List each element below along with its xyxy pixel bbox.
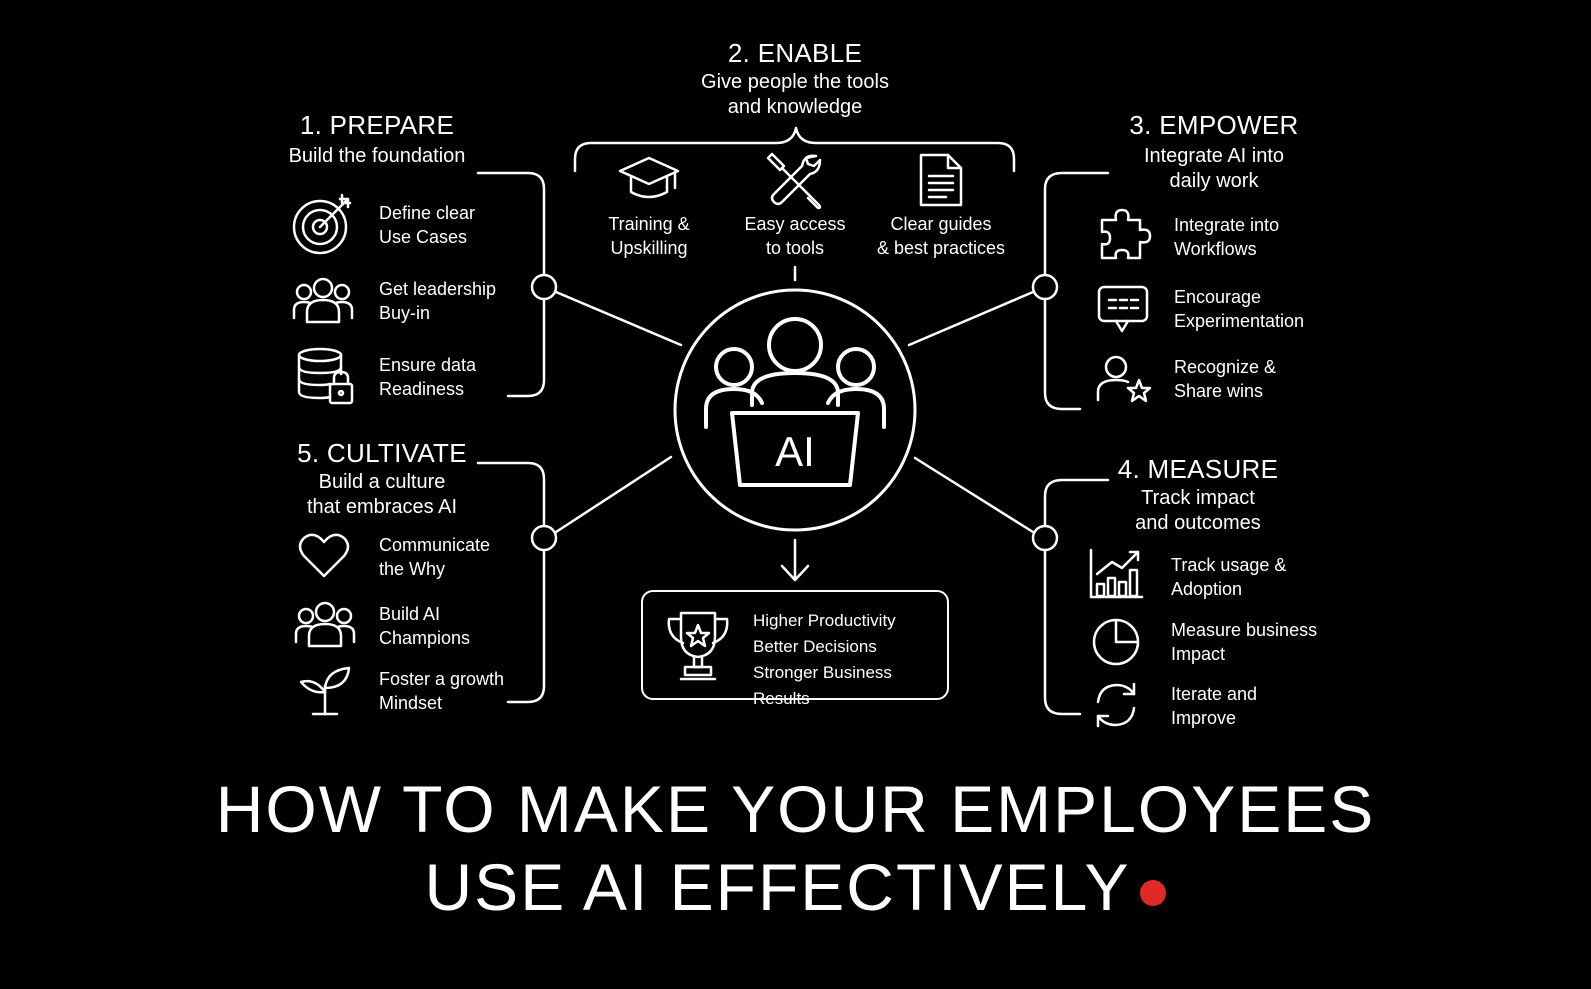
measure-item-label-3: Iterate and Improve [1171,684,1258,728]
puzzle-icon [1100,208,1152,260]
heart-icon [298,533,350,578]
enable-item-label-2: Easy access to tools [744,214,846,258]
cultivate-item-2: Build AI Champions [379,602,470,650]
sprout-icon [299,666,351,716]
database-lock-icon [297,347,354,405]
title-line-1: HOW TO MAKE YOUR EMPLOYEES [215,772,1376,846]
prepare-item-1: Define clear Use Cases [379,201,475,249]
empower-heading: 3. EMPOWER [1129,110,1299,140]
measure-heading: 4. MEASURE [1117,454,1279,484]
measure-item-3: Iterate and Improve [1171,682,1257,730]
trophy-icon [667,611,729,681]
measure-subheading: Track impact and outcomes [1135,487,1261,534]
measure-item-2: Measure business Impact [1171,618,1317,666]
cultivate-item-1: Communicate the Why [379,533,490,581]
pie-chart-icon [1092,618,1140,666]
empower-item-label-3: Recognize & Share wins [1174,357,1277,401]
prepare-item-label-1: Define clear Use Cases [379,203,476,247]
result-line-2: Better Decisions [753,637,877,656]
results-box: Higher Productivity Better Decisions Str… [641,590,949,708]
title-line-2-wrap: USE AI EFFECTIVELY [0,848,1591,926]
cultivate-heading: 5. CULTIVATE [297,438,467,468]
enable-item-label-1: Training & Upskilling [608,214,690,258]
person-star-icon [1096,355,1152,403]
center-ai-label: AI [775,428,815,475]
result-line-1: Higher Productivity [753,611,896,630]
prepare-item-3: Ensure data Readiness [379,353,476,401]
empower-item-3: Recognize & Share wins [1174,355,1276,403]
measure-item-label-2: Measure business Impact [1171,620,1318,664]
document-icon [919,153,963,207]
target-icon [292,193,352,255]
prepare-heading: 1. PREPARE [299,110,455,140]
accent-dot [1140,879,1167,906]
result-line-3: Stronger Business Results [753,663,892,708]
chat-bubble-icon [1097,285,1149,333]
prepare-item-2: Get leadership Buy-in [379,277,496,325]
cultivate-item-label-1: Communicate the Why [379,535,491,579]
cultivate-item-3: Foster a growth Mindset [379,667,504,715]
empower-item-2: Encourage Experimentation [1174,285,1304,333]
title-line-2: USE AI EFFECTIVELY [424,850,1131,924]
graduation-cap-icon [618,156,680,199]
cultivate-subheading: Build a culture that embraces AI [306,471,458,518]
prepare-item-label-3: Ensure data Readiness [379,355,477,399]
refresh-icon [1096,682,1136,728]
group-icon [292,277,354,324]
empower-subheading: Integrate AI into daily work [1143,145,1285,192]
enable-item-label-3: Clear guides & best practices [876,214,1006,258]
measure-item-label-1: Track usage & Adoption [1171,555,1287,599]
enable-heading: 2. ENABLE [727,38,863,68]
cultivate-item-label-2: Build AI Champions [379,604,471,648]
prepare-item-label-2: Get leadership Buy-in [379,279,497,323]
empower-item-1: Integrate into Workflows [1174,213,1279,261]
prepare-subheading: Build the foundation [288,145,466,167]
cultivate-item-label-3: Foster a growth Mindset [379,669,505,713]
bar-chart-icon [1089,548,1144,599]
ai-team-icon [673,288,917,532]
measure-item-1: Track usage & Adoption [1171,553,1286,601]
empower-item-label-1: Integrate into Workflows [1174,215,1280,259]
group-icon-2 [294,601,356,648]
tools-icon [766,152,822,210]
enable-subheading: Give people the tools and knowledge [701,71,889,118]
empower-item-label-2: Encourage Experimentation [1174,287,1305,331]
